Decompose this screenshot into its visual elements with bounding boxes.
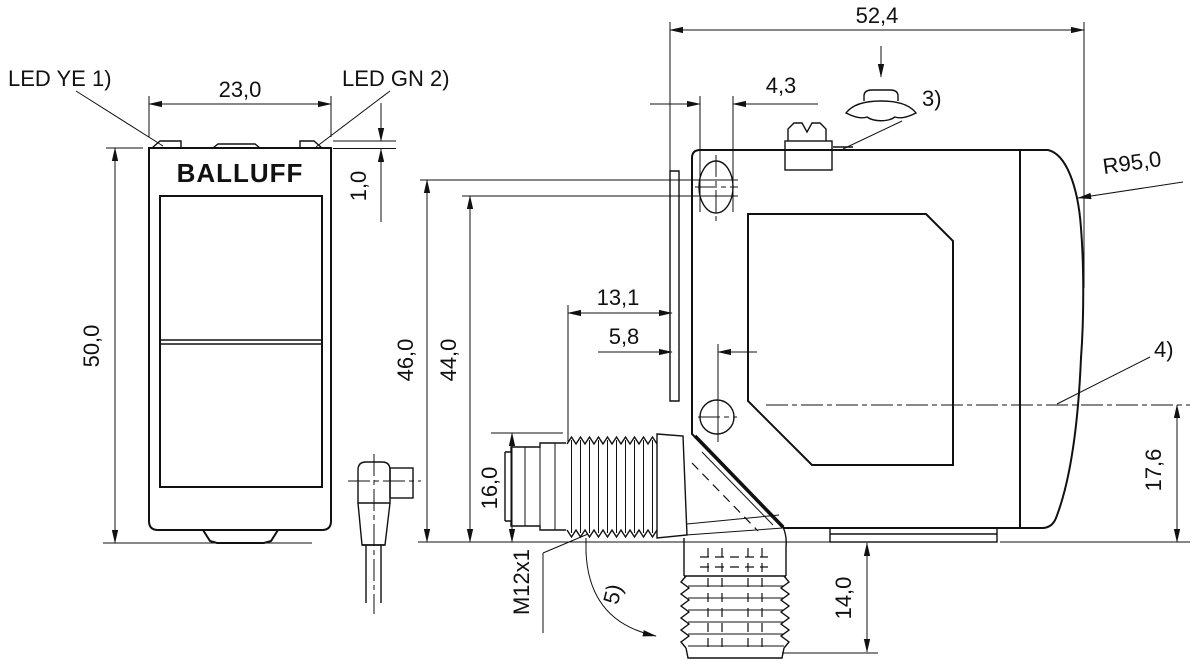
- connector-elbow: [685, 451, 784, 536]
- front-view-dimensions: 23,0 50,0 1,0 LED YE 1) LED GN 2): [8, 66, 450, 544]
- dim-slot-43: 4,3: [766, 73, 797, 98]
- connector-nut: [389, 467, 414, 499]
- note-5: 5): [598, 581, 627, 606]
- teach-button-housing: [784, 140, 833, 171]
- label-panel: [747, 213, 954, 466]
- dim-width-23: 23,0: [219, 77, 262, 102]
- note-3: 3): [922, 86, 942, 111]
- top-bump: [212, 143, 261, 149]
- led-yellow-window: [151, 140, 182, 149]
- led-green-window: [299, 140, 323, 149]
- mounting-foot: [829, 527, 998, 543]
- dim-16: 16,0: [477, 467, 502, 510]
- note-4: 4): [1154, 337, 1174, 362]
- brand-logo: BALLUFF: [177, 158, 304, 188]
- side-view: [504, 122, 1190, 659]
- dim-depth-52: 52,4: [856, 3, 899, 28]
- thread-label-m12x1: M12x1: [509, 549, 534, 615]
- dim-led-height-1: 1,0: [346, 171, 371, 202]
- led-green-leader: [315, 90, 391, 148]
- front-housing-outline: [148, 147, 332, 531]
- dim-176: 17,6: [1141, 449, 1166, 492]
- teach-button-callout: 3): [842, 46, 942, 150]
- front-view: BALLUFF: [148, 140, 332, 544]
- m12-connector-vertical: [679, 526, 791, 659]
- teach-button-cap: [787, 122, 827, 141]
- dim-131: 13,1: [597, 285, 640, 310]
- led-yellow-leader: [75, 90, 164, 147]
- angled-connector-profile: [348, 454, 421, 614]
- cable: [365, 545, 382, 603]
- dim-height-50: 50,0: [79, 325, 104, 368]
- rotation-arc: [585, 551, 657, 637]
- side-housing-outline: [691, 149, 1085, 529]
- dim-44: 44,0: [436, 339, 461, 382]
- mounting-flange: [669, 170, 680, 402]
- m12-connector-horizontal: [504, 433, 688, 539]
- dim-58: 5,8: [609, 324, 640, 349]
- bottom-tab: [202, 529, 279, 544]
- side-view-dimensions: 52,4 4,3 3) R95,0 46,0 44,0 13,1 5: [393, 3, 1190, 654]
- m12-thread-top: [566, 435, 658, 446]
- dim-14: 14,0: [831, 577, 856, 620]
- led-yellow-label: LED YE 1): [8, 66, 112, 91]
- button-pictogram: [844, 89, 918, 122]
- dim-radius-r95: R95,0: [1101, 146, 1163, 179]
- dim-46: 46,0: [393, 339, 418, 382]
- connector-cut-edge: [693, 434, 785, 529]
- led-green-label: LED GN 2): [342, 66, 450, 91]
- m12-thread-bottom: [566, 528, 658, 539]
- optical-window: [159, 195, 323, 488]
